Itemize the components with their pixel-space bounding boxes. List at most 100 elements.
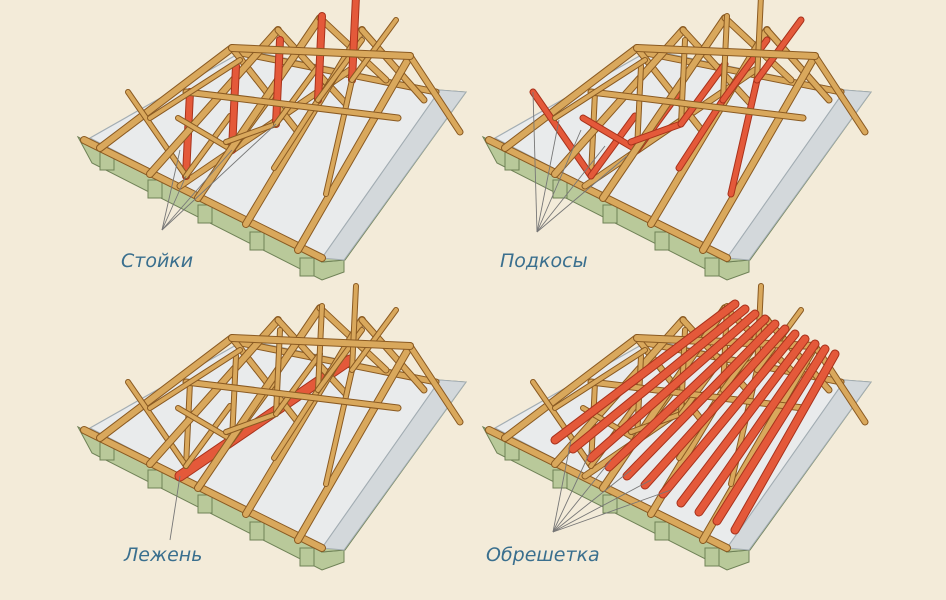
panel-lezhen <box>76 283 467 571</box>
strut-b-2 <box>678 61 728 127</box>
leader-line-4 <box>536 155 628 233</box>
batten-2 <box>587 310 759 462</box>
pier-4 <box>704 257 720 277</box>
post-3 <box>721 14 729 102</box>
strut-a-1 <box>176 406 234 442</box>
leader-line-1 <box>536 119 560 233</box>
strut-a-2 <box>628 121 684 145</box>
leader-line-2 <box>552 459 612 533</box>
leader-line-3 <box>161 123 277 231</box>
rafter-back-4 <box>812 53 868 135</box>
pier-4 <box>704 547 720 567</box>
leader-line-0 <box>169 475 181 541</box>
rafter-back-3 <box>764 27 832 103</box>
strut-a-4 <box>324 78 354 196</box>
rafter-0 <box>97 335 235 441</box>
label-podkosy: Подкосы <box>500 250 588 272</box>
strut-b-0 <box>588 113 638 179</box>
rafter-1 <box>147 27 281 177</box>
strut-b-4 <box>350 18 398 82</box>
leader-line-0 <box>552 439 572 533</box>
leader-line-3 <box>552 469 632 533</box>
rafter-back-4 <box>407 343 463 425</box>
rafter-4 <box>295 343 413 543</box>
slab-edge <box>726 89 872 261</box>
strut-a-4 <box>728 77 760 197</box>
batten-6 <box>659 330 799 498</box>
label-lezhen: Лежень <box>124 544 203 566</box>
strut-b-4 <box>754 17 804 83</box>
post-1 <box>229 63 239 153</box>
leader-line-1 <box>552 449 592 533</box>
wall-plate-front <box>81 427 325 551</box>
rafter-back-3 <box>359 27 427 103</box>
batten-9 <box>713 345 829 525</box>
post-3 <box>315 13 325 103</box>
post-4 <box>350 284 358 372</box>
pier-2 <box>602 204 618 224</box>
collar <box>553 348 647 410</box>
batten-5 <box>641 325 789 489</box>
leader-line-3 <box>536 145 606 233</box>
panel-obreshetka <box>481 283 872 571</box>
rafter-back-0 <box>229 335 301 425</box>
pier-3 <box>654 521 670 541</box>
rafter-back-0 <box>229 45 301 135</box>
leader-line-0 <box>532 91 538 233</box>
rafter-back-1 <box>680 27 754 107</box>
label-obreshetka: Обрешетка <box>486 544 600 566</box>
batten-0 <box>551 300 739 444</box>
strut-b-4 <box>350 308 398 372</box>
pier-3 <box>249 231 265 251</box>
pier-1 <box>147 469 163 489</box>
strut-a-0 <box>126 90 188 178</box>
strut-b-2 <box>274 352 322 416</box>
rafter-4 <box>295 53 413 253</box>
rafter-back-3 <box>359 317 427 393</box>
slab-edge <box>321 89 467 261</box>
rafter-back-0 <box>634 45 706 135</box>
post-1 <box>230 354 238 442</box>
strut-b-0 <box>184 114 232 178</box>
pier-2 <box>197 204 213 224</box>
pier-1 <box>552 469 568 489</box>
batten-8 <box>695 340 819 516</box>
leader-line-0 <box>161 149 181 231</box>
panel-podkosy <box>481 0 872 281</box>
slab-edge <box>321 379 467 551</box>
strut-a-3 <box>272 388 320 460</box>
purlin-front <box>183 89 401 121</box>
strut-a-0 <box>531 380 593 468</box>
strut-a-0 <box>126 380 188 468</box>
leader-line-5 <box>552 489 672 533</box>
rafter-back-1 <box>275 27 349 107</box>
strut-a-4 <box>324 368 354 486</box>
batten-1 <box>569 305 749 453</box>
batten-3 <box>605 315 769 471</box>
slab-edge <box>726 379 872 551</box>
leader-line-1 <box>161 175 187 231</box>
panel-stoyki <box>76 0 467 281</box>
pier-1 <box>552 179 568 199</box>
pier-1 <box>147 179 163 199</box>
purlin-front <box>588 89 806 121</box>
wall-plate-front <box>486 137 730 261</box>
batten-4 <box>623 320 779 480</box>
post-3 <box>316 304 324 392</box>
pier-3 <box>654 231 670 251</box>
strut-a-2 <box>224 122 278 144</box>
ridge <box>229 45 413 59</box>
strut-a-0 <box>530 89 594 179</box>
collar <box>553 58 647 120</box>
collar <box>148 348 242 410</box>
leader-line-2 <box>536 129 582 233</box>
pier-3 <box>249 521 265 541</box>
collar <box>148 58 242 120</box>
leader-line-4 <box>552 479 652 533</box>
rafter-0 <box>97 45 235 151</box>
strut-a-1 <box>580 115 640 153</box>
leader-line-2 <box>161 149 233 231</box>
strut-b-2 <box>274 62 322 126</box>
